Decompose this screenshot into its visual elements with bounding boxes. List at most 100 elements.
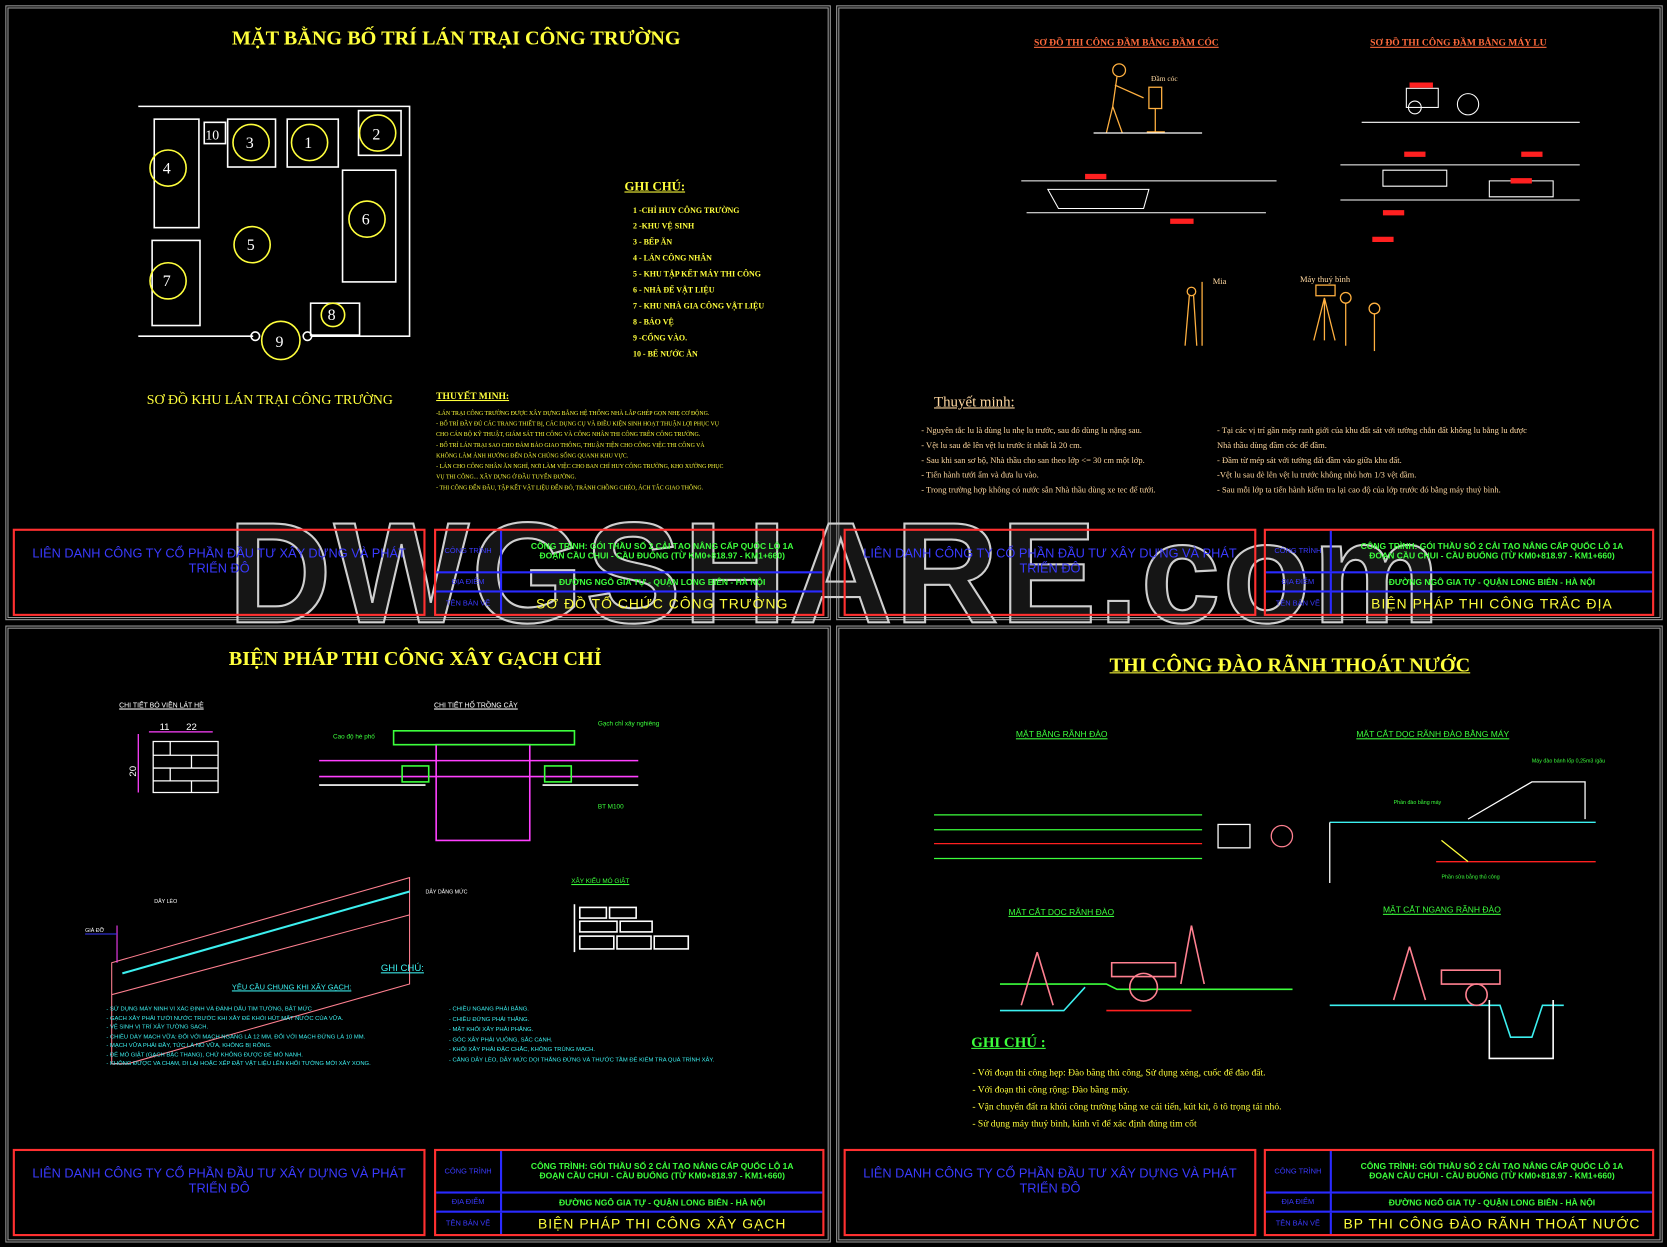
site-plan [138, 105, 411, 342]
tamper-diagram [1093, 63, 1203, 134]
level-string-label: DÂY DẪNG MỨC [425, 889, 468, 896]
zone-10: 10 [205, 127, 219, 142]
legend-item: 1 -CHỈ HUY CÔNG TRƯỜNG [632, 205, 740, 215]
legend-item: 4 - LÁN CÔNG NHÂN [632, 253, 712, 263]
concrete-label: BT M100 [597, 804, 624, 811]
zone-9: 9 [276, 334, 284, 351]
trench-cross-title: MẶT CẮT NGANG RÃNH ĐÀO [1382, 905, 1501, 915]
title-block-company: LIÊN DANH CÔNG TY CỔ PHẦN ĐẦU TƯ XÂY DỰN… [843, 528, 1257, 616]
title-block-company: LIÊN DANH CÔNG TY CỔ PHẦN ĐẦU TƯ XÂY DỰN… [843, 1148, 1257, 1237]
legend-item: 2 -KHU VỆ SINH [632, 221, 695, 231]
surveyor-figures [1184, 281, 1381, 352]
brick-label: Gạch chỉ xây nghiêng [597, 721, 660, 728]
tamper-label: Đầm cóc [1151, 74, 1178, 83]
staggered-bond [573, 904, 690, 953]
label-location: ĐỊA ĐIỂM [436, 1193, 503, 1211]
location: ĐƯỜNG NGÔ GIA TỰ - QUẬN LONG BIÊN - HÀ N… [1388, 577, 1596, 587]
tamper-title: SƠ ĐỒ THI CÔNG ĐẦM BẰNG ĐẦM CÓC [1034, 37, 1219, 48]
zone-numbers: 1 2 3 4 5 6 7 8 9 10 [163, 126, 381, 350]
panel-trench [836, 625, 1663, 1243]
legend-item: 7 - KHU NHÀ GIA CÔNG VẬT LIỆU [632, 301, 765, 311]
label-location: ĐỊA ĐIỂM [1266, 1193, 1332, 1211]
label-location: ĐỊA ĐIỂM [436, 573, 503, 591]
brick-wall-isometric [85, 876, 411, 1065]
note-line: - Sử dụng máy thuỷ bình, kinh vĩ để xác … [972, 1118, 1197, 1129]
label-project: CÔNG TRÌNH [436, 1151, 503, 1192]
zone-1: 1 [304, 135, 312, 152]
note-line: CHO CÁN BỘ KỸ THUẬT, GIÁM SÁT THI CÔNG V… [436, 431, 701, 439]
title-block-company: LIÊN DANH CÔNG TY CỔ PHẦN ĐẦU TƯ XÂY DỰN… [12, 1148, 426, 1237]
trench-notes: - Với đoạn thi công hẹp: Đào bằng thủ cô… [972, 1064, 1281, 1132]
legend-title: GHI CHÚ: [624, 178, 686, 194]
drawing-name: BIỆN PHÁP THI CÔNG XÂY GẠCH [537, 1215, 787, 1232]
roller-title: SƠ ĐỒ THI CÔNG ĐẦM BẰNG MÁY LU [1370, 37, 1547, 48]
project-line2: ĐOẠN CẦU CHUI - CẦU ĐUỐNG (TỪ KM0+818.97… [1369, 551, 1615, 561]
site-notes: -LÁN TRẠI CÔNG TRƯỜNG ĐƯỢC XÂY DỰNG BẰNG… [436, 408, 723, 493]
trench-plan-title: MẶT BẰNG RÃNH ĐÀO [1015, 729, 1108, 740]
note-line: - CHIỀU NGANG PHẢI BẰNG. [448, 1006, 529, 1013]
survey-notes-right: - Tại các vị trí gần mép ranh giới của k… [1217, 423, 1527, 497]
trench-notes-title: GHI CHÚ : [971, 1035, 1046, 1052]
company-name: LIÊN DANH CÔNG TY CỔ PHẦN ĐẦU TƯ XÂY DỰN… [863, 545, 1237, 576]
panel-survey [836, 5, 1663, 621]
brick-notes-right: - CHIỀU NGANG PHẢI BẰNG. - CHIỀU ĐỨNG PH… [449, 1005, 714, 1066]
legend-item: 8 - BẢO VỆ [632, 317, 674, 327]
note-line: VỤ THI CÔNG... XÂY DỰNG Ở ĐẦU TUYẾN ĐƯỜN… [436, 474, 577, 481]
note-line: - BỐ TRÍ LÁN TRẠI SAO CHO ĐẢM BẢO GIAO T… [436, 442, 705, 449]
label-drawing: TÊN BẢN VẼ [1266, 592, 1332, 614]
company-name: LIÊN DANH CÔNG TY CỔ PHẦN ĐẦU TƯ XÂY DỰN… [863, 1165, 1237, 1196]
project-line1: CÔNG TRÌNH: GÓI THẦU SỐ 2 CẢI TẠO NÂNG C… [1360, 1161, 1624, 1172]
note-line: - Đầm từ mép sát với tường đất đầm vào g… [1216, 455, 1402, 465]
label-drawing: TÊN BẢN VẼ [436, 1212, 503, 1235]
note-line: -LÁN TRẠI CÔNG TRƯỜNG ĐƯỢC XÂY DỰNG BẰNG… [436, 410, 710, 418]
brick-title: BIỆN PHÁP THI CÔNG XÂY GẠCH CHỈ [228, 647, 602, 671]
watermark: DWGSHARE.com [228, 493, 1442, 653]
brick-notes-left: - SỬ DỤNG MÁY NINH VI XÁC ĐỊNH VÀ ĐÁNH D… [106, 1005, 370, 1068]
note-line: - KHÔNG ĐƯỢC VA CHẠM, DI LẠI HOẶC XẾP ĐẶ… [106, 1060, 371, 1067]
dim-22: 22 [186, 721, 197, 732]
zone-4: 4 [163, 160, 171, 177]
panel-brick [5, 625, 831, 1243]
trench-long-machine-title: MẶT CẮT DỌC RÃNH ĐÀO BẰNG MÁY [1356, 729, 1510, 740]
note-line: - VỆ SINH VỊ TRÍ XÂY TƯỜNG SẠCH. [106, 1024, 209, 1031]
legend-item: 6 - NHÀ ĐỂ VẬT LIỆU [632, 285, 715, 295]
note-line: - Sau khi san sơ bộ, Nhà thầu cho san th… [921, 455, 1145, 465]
note-line: - GẠCH XÂY PHẢI TƯỚI NƯỚC TRƯỚC KHI XÂY … [106, 1015, 344, 1022]
trench-title: THI CÔNG ĐÀO RÃNH THOÁT NƯỚC [1109, 654, 1471, 677]
staff-label: Mia [1212, 276, 1227, 287]
hand-dig-label: Phần sửa bằng thủ công [1441, 874, 1500, 881]
note-line: - CĂNG DÂY LÈO, DÂY MỨC DỌI THẲNG ĐỨNG V… [448, 1056, 715, 1064]
tree-pit-detail [319, 730, 639, 842]
note-line: - ĐỂ MỎ GIẬT (GẠCH BẬC THANG), CHỨ KHÔNG… [106, 1051, 303, 1058]
note-line: - Vệt lu sau đè lên vệt lu trước ít nhất… [921, 440, 1082, 450]
zone-circles [149, 114, 397, 361]
excavator-label: Máy đào bánh lốp 0,25m3 /gầu [1531, 758, 1606, 765]
legend-item: 3 - BẾP ĂN [632, 237, 673, 247]
note-line: - MẠCH VỮA PHẢI ĐẦY, TỨC LÀ NO VỮA, KHÔN… [106, 1042, 272, 1049]
note-line: - Trong trường hợp không có nước sẵn Nhà… [921, 485, 1156, 495]
trench-cross-section [1329, 946, 1564, 1060]
roller-diagram [1021, 82, 1580, 243]
dim-11: 11 [159, 721, 170, 732]
machine-dig-label: Phần đào bằng máy [1393, 799, 1442, 807]
company-name: LIÊN DANH CÔNG TY CỔ PHẦN ĐẦU TƯ XÂY DỰN… [32, 545, 406, 576]
note-line: - Vận chuyển đất ra khỏi công trường bằn… [972, 1101, 1282, 1112]
note-line: - SỬ DỤNG MÁY NINH VI XÁC ĐỊNH VÀ ĐÁNH D… [106, 1006, 312, 1013]
legend-item: 5 - KHU TẬP KẾT MÁY THI CÔNG [632, 269, 762, 279]
trench-long-section [999, 925, 1293, 1012]
project-line2: ĐOẠN CẦU CHUI - CẦU ĐUỐNG (TỪ KM0+818.97… [1369, 1171, 1615, 1181]
zone-8: 8 [328, 307, 336, 324]
label-drawing: TÊN BẢN VẼ [436, 592, 503, 614]
note-line: - CHIỀU DÀY MẠCH VỮA: ĐỐI VỚI MẠCH NGANG… [106, 1033, 366, 1040]
label-project: CÔNG TRÌNH [1266, 530, 1332, 572]
note-line: - Sau mỗi lớp ta tiến hành kiểm tra lại … [1216, 485, 1501, 495]
label-drawing: TÊN BẢN VẼ [1266, 1212, 1332, 1235]
zone-7: 7 [163, 273, 171, 290]
note-line: - Với đoạn thi công hẹp: Đào bằng thủ cô… [972, 1066, 1266, 1078]
project-line2: ĐOẠN CẦU CHUI - CẦU ĐUỐNG (TỪ KM0+818.97… [539, 551, 785, 561]
